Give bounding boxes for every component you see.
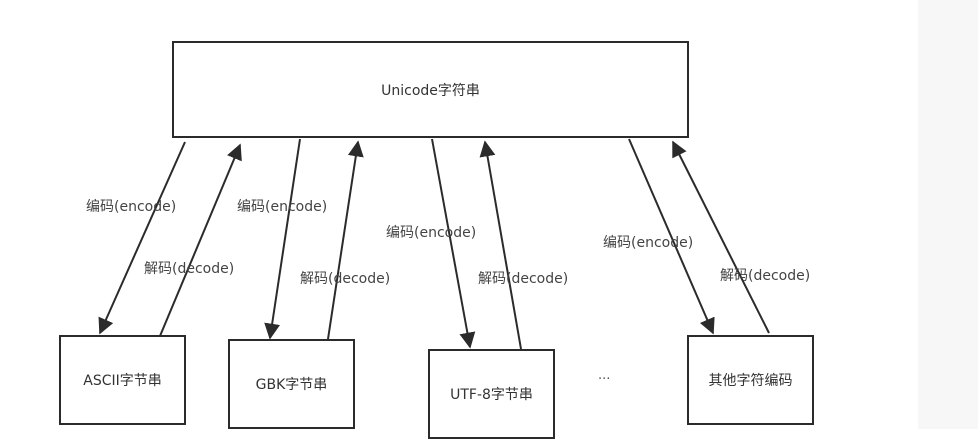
other-encoding-box: 其他字符编码	[687, 335, 814, 425]
gbk-bytes-label: GBK字节串	[255, 377, 328, 393]
encode-label-gbk: 编码(encode)	[237, 199, 328, 215]
decode-arrow-gbk	[327, 140, 364, 340]
decode-label-other: 解码(decode)	[720, 268, 811, 284]
ellipsis-text: ...	[598, 368, 611, 383]
decode-arrow-other	[672, 140, 770, 334]
decode-arrow-utf8	[479, 140, 522, 350]
unicode-string-box: Unicode字符串	[172, 41, 689, 138]
diagram-canvas	[98, 138, 770, 350]
encode-arrow-other	[628, 138, 715, 335]
utf8-bytes-box: UTF-8字节串	[428, 349, 555, 439]
ascii-bytes-box: ASCII字节串	[59, 335, 186, 425]
utf8-bytes-label: UTF-8字节串	[450, 387, 533, 403]
decode-arrow-ascii	[159, 143, 242, 337]
other-encoding-label: 其他字符编码	[708, 373, 793, 389]
encode-label-ascii: 编码(encode)	[86, 199, 177, 215]
page-side-panel	[918, 0, 978, 429]
gbk-bytes-box: GBK字节串	[228, 339, 355, 429]
decode-label-gbk: 解码(decode)	[300, 271, 391, 287]
encode-arrow-ascii	[98, 141, 186, 335]
encode-arrow-gbk	[264, 138, 301, 340]
encode-arrow-utf8	[431, 138, 476, 349]
ascii-bytes-label: ASCII字节串	[83, 373, 162, 389]
decode-label-ascii: 解码(decode)	[144, 261, 235, 277]
unicode-string-label: Unicode字符串	[381, 82, 480, 99]
encode-label-other: 编码(encode)	[603, 235, 694, 251]
decode-label-utf8: 解码(decode)	[478, 271, 569, 287]
encode-label-utf8: 编码(encode)	[386, 225, 477, 241]
